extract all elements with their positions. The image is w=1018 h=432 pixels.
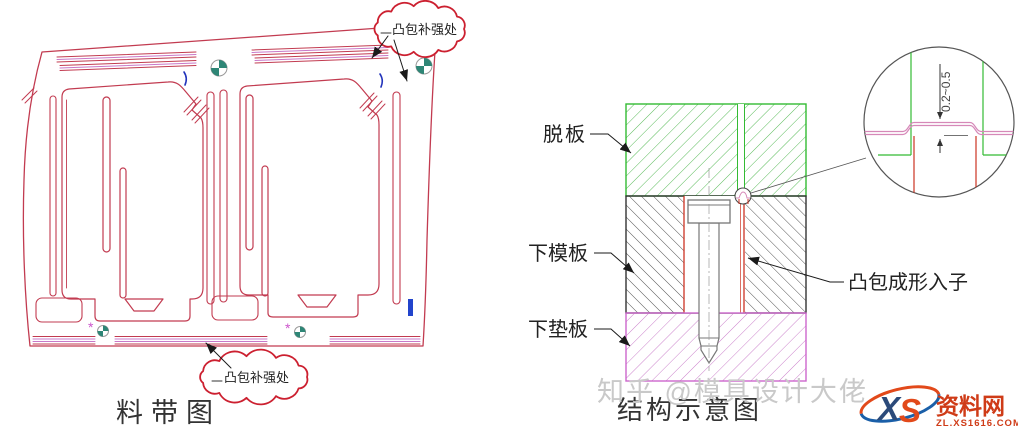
- carrier-tab: [297, 294, 337, 308]
- bottom-rail-slots: [32, 336, 421, 345]
- strip-outline: [22, 23, 438, 347]
- reinforcement-slash-marks: [21, 87, 386, 124]
- pilot-holes: * *: [88, 57, 433, 338]
- stripper-plate: [625, 103, 807, 197]
- logo-letter-s: S: [899, 392, 921, 429]
- logo-name: 资料网: [936, 393, 1005, 419]
- part-blank-2: [239, 78, 380, 318]
- cloud-callout-top: 凸包补强处: [371, 0, 466, 82]
- label-boss-forming-insert: 凸包成形入子: [848, 271, 968, 294]
- label-lower-backing-plate: 下垫板: [528, 318, 588, 341]
- star-mark: *: [285, 320, 291, 336]
- cloud-callout-text-bottom: 凸包补强处: [224, 370, 289, 385]
- label-lower-die-plate: 下模板: [528, 242, 588, 265]
- structure-diagram: 0.2~0.5 脱板 下模板 下垫板 凸包成形入子 结构示意图: [528, 46, 1015, 425]
- caption-strip-diagram: 料带图: [116, 398, 221, 428]
- logo-swoosh-orange: [859, 385, 941, 414]
- strip-layout-diagram: * * 凸包补强处 凸包补强处 料带图: [21, 0, 466, 428]
- watermark-text: 知乎 @模具设计大佬: [597, 377, 868, 407]
- logo-letter-x: X: [876, 390, 902, 427]
- carrier-slots: [35, 89, 401, 323]
- logo-swoosh-blue: [859, 394, 941, 423]
- pilot-hole: [97, 325, 109, 337]
- star-mark: *: [88, 319, 94, 335]
- boss-forming-insert: [687, 168, 731, 371]
- structure-labels: 脱板 下模板 下垫板 凸包成形入子: [528, 123, 968, 347]
- cloud-callout-bottom: 凸包补强处: [199, 342, 309, 406]
- caption-structure-diagram: 结构示意图: [617, 395, 762, 425]
- pilot-hole: [415, 57, 433, 75]
- carrier-tab: [124, 298, 164, 312]
- part-blank-1: [61, 81, 204, 322]
- logo-site: ZL.XS1616.COM: [936, 418, 1018, 429]
- pilot-hole: [294, 326, 306, 338]
- blue-marks: [183, 71, 413, 316]
- detail-marker-circle: [734, 157, 867, 205]
- cloud-callout-text-top: 凸包补强处: [392, 22, 457, 37]
- pilot-hole: [210, 59, 228, 77]
- label-stripper-plate: 脱板: [543, 123, 587, 146]
- site-logo: X S 资料网 ZL.XS1616.COM: [859, 385, 1018, 429]
- detail-view: 0.2~0.5: [863, 46, 1015, 198]
- dimension-text: 0.2~0.5: [939, 71, 953, 112]
- top-rail-slots: [56, 41, 431, 71]
